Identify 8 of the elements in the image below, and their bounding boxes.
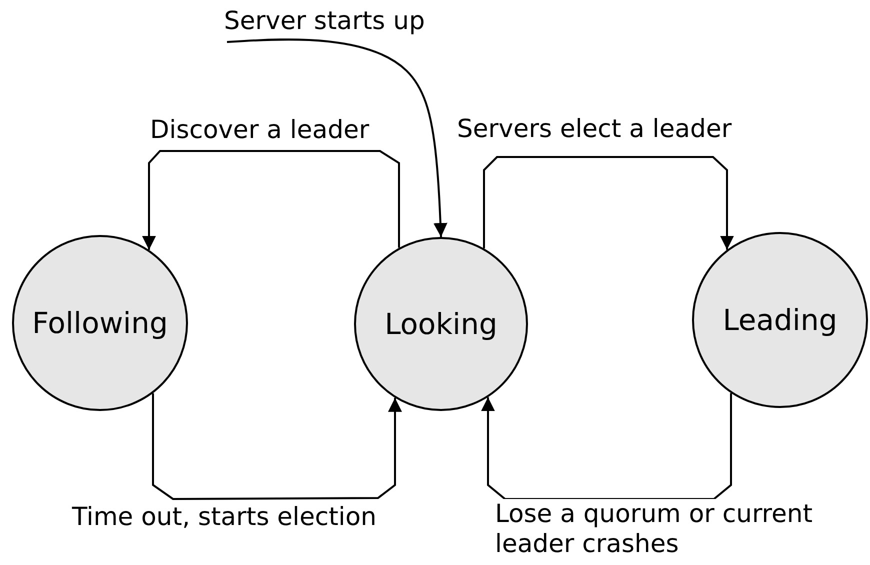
arrow (226, 38, 448, 238)
arrow (481, 393, 732, 500)
state-name: Looking (384, 307, 498, 341)
state-name: Following (32, 306, 168, 340)
arrow (483, 156, 734, 250)
arrow (142, 150, 400, 250)
state-name: Leading (722, 303, 838, 337)
arrow (152, 393, 402, 500)
